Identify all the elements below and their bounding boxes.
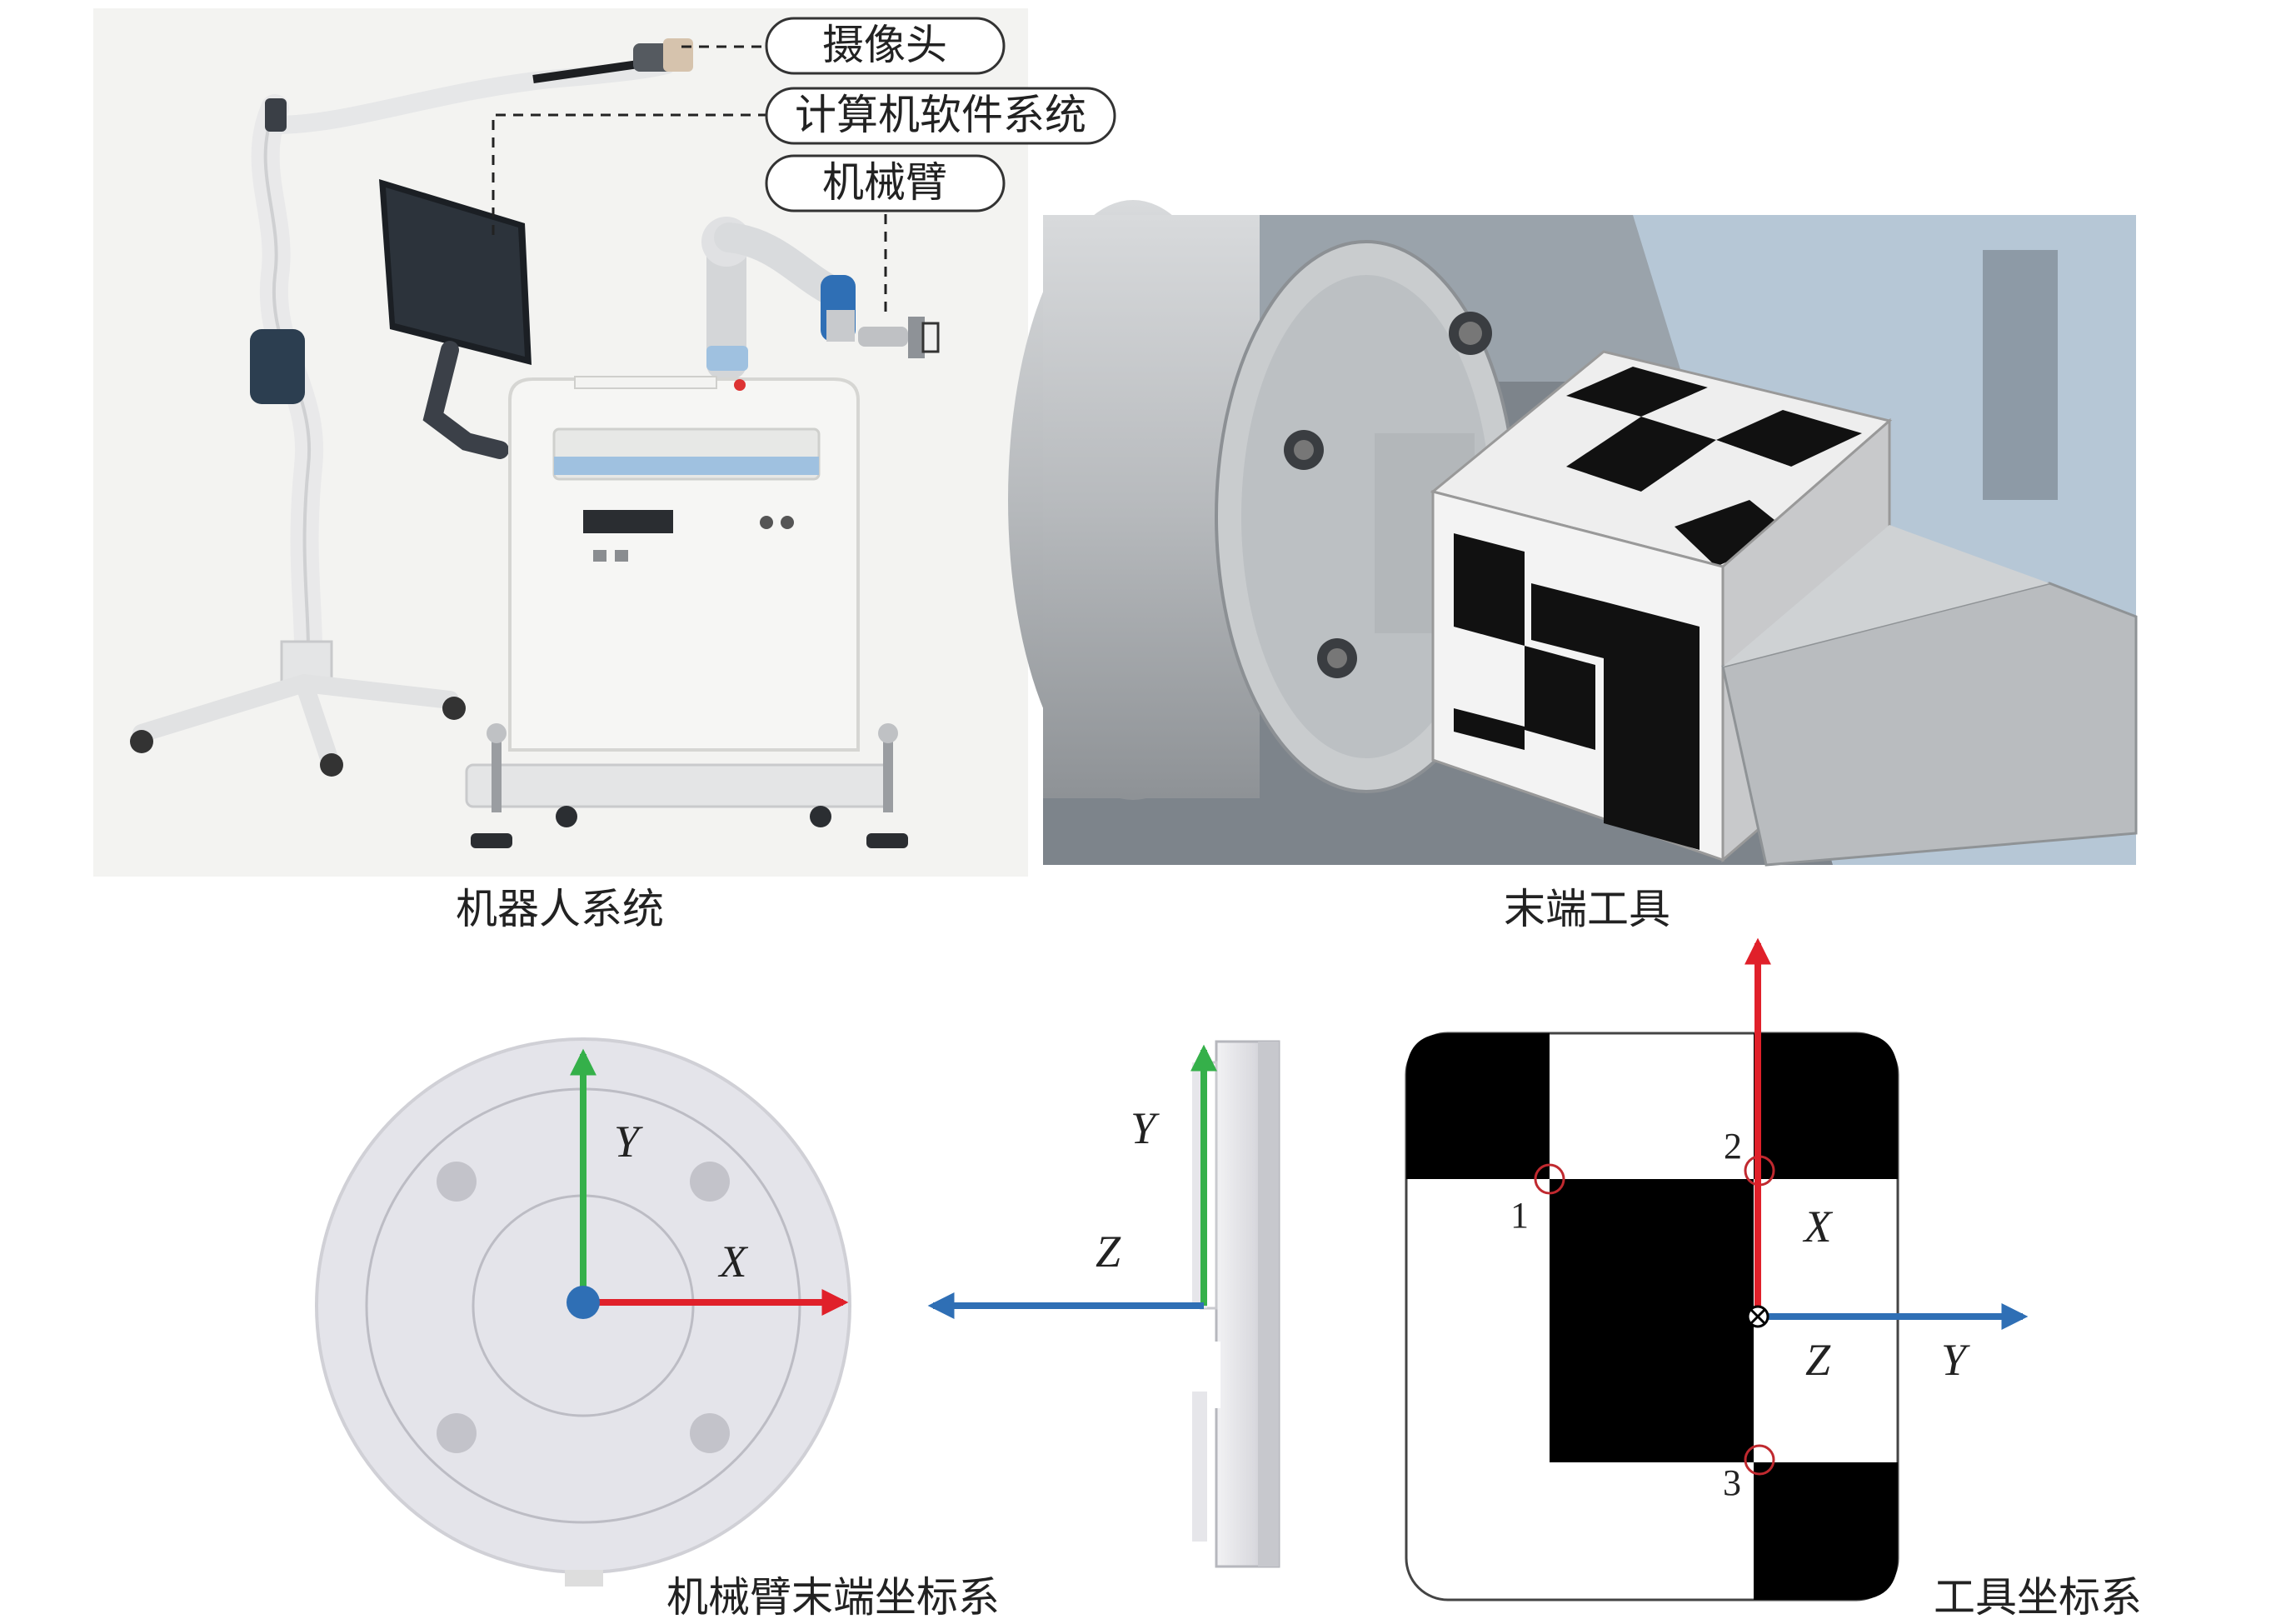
callout-camera-label: 摄像头: [822, 21, 947, 69]
flange-front-x-label: X: [718, 1237, 749, 1287]
marker-point-3: [1744, 1444, 1775, 1476]
callout-arm-label: 机械臂: [822, 158, 947, 207]
callout-camera: 摄像头: [765, 17, 1006, 75]
flange-front-y-label: Y: [614, 1117, 643, 1167]
caption-arm-end-frame: 机械臂末端坐标系: [666, 1573, 1000, 1622]
caption-end-tool: 末端工具: [1504, 885, 1670, 933]
end-tool-photo: [1008, 200, 2138, 867]
caption-robot-system: 机器人系统: [456, 885, 664, 933]
flange-side-z-label: Z: [1096, 1227, 1121, 1277]
flange-side-view: [927, 1040, 1280, 1568]
marker-point-1: [1534, 1163, 1565, 1195]
callout-software: 计算机软件系统: [765, 87, 1116, 145]
callout-arm: 机械臂: [765, 154, 1006, 212]
point-label-1: 1: [1510, 1195, 1529, 1236]
flange-side-y-label: Y: [1131, 1103, 1160, 1153]
tool-y-label: Y: [1941, 1335, 1970, 1385]
tool-x-label: X: [1803, 1202, 1834, 1252]
flange-front-view: [315, 1037, 851, 1587]
point-label-2: 2: [1724, 1126, 1742, 1167]
point-label-3: 3: [1723, 1462, 1741, 1503]
robot-system-illustration: [93, 8, 1028, 877]
flange-origin: [567, 1286, 600, 1319]
callout-leaders: [492, 45, 887, 312]
caption-tool-frame: 工具坐标系: [1934, 1573, 2142, 1622]
tool-z-label: Z: [1805, 1335, 1831, 1385]
callout-software-label: 计算机软件系统: [795, 91, 1086, 139]
tool-frame-diagram: [1405, 937, 2029, 1602]
